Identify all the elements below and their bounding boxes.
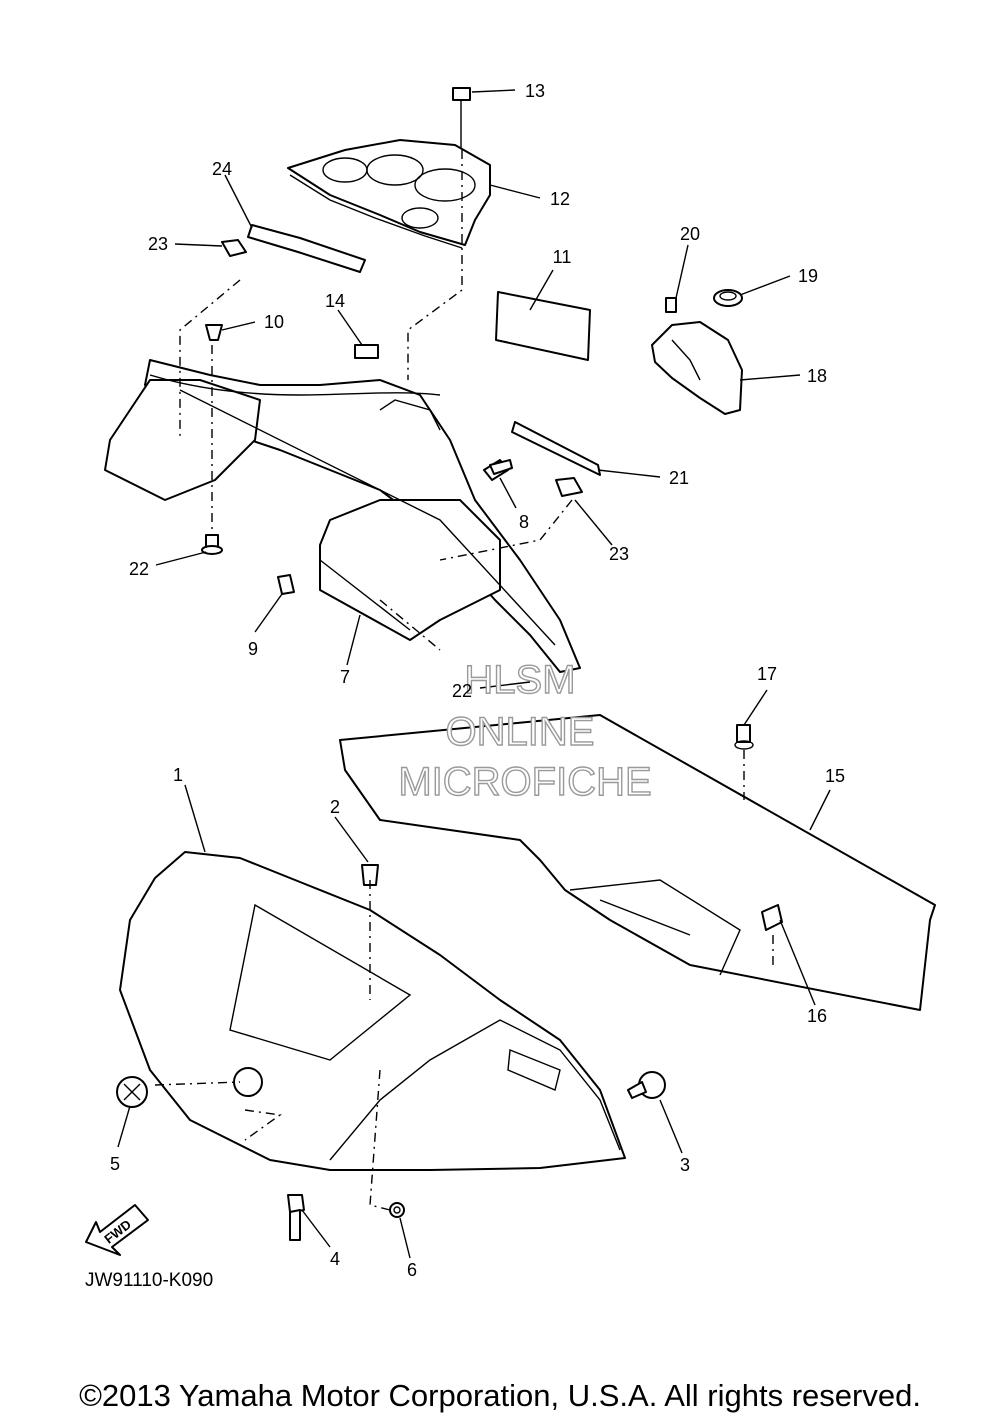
bolt-part-4 bbox=[287, 1194, 305, 1241]
callout-12: 12 bbox=[550, 189, 570, 209]
callout-8: 8 bbox=[519, 512, 529, 532]
watermark: HLSM ONLINE MICROFICHE bbox=[398, 657, 653, 804]
callout-7: 7 bbox=[340, 667, 350, 687]
strip-part-24 bbox=[247, 224, 366, 273]
storage-tray-part-12 bbox=[287, 139, 491, 249]
copyright-notice: ©2013 Yamaha Motor Corporation, U.S.A. A… bbox=[79, 1378, 921, 1413]
callout-16: 16 bbox=[807, 1006, 827, 1026]
emblem-part-5 bbox=[116, 1076, 148, 1108]
bolt-part-10 bbox=[205, 324, 223, 341]
callout-14: 14 bbox=[325, 291, 345, 311]
svg-text:MICROFICHE: MICROFICHE bbox=[398, 760, 651, 804]
leader-lines bbox=[117, 89, 831, 1259]
callout-23-top: 23 bbox=[148, 234, 168, 254]
bolt-part-8 bbox=[483, 459, 513, 481]
callout-15: 15 bbox=[825, 766, 845, 786]
callout-3: 3 bbox=[680, 1155, 690, 1175]
callout-2: 2 bbox=[330, 797, 340, 817]
cover-part-1 bbox=[119, 851, 626, 1171]
callout-numbers: 1 2 3 4 5 6 7 8 9 10 11 12 13 14 15 16 1… bbox=[110, 81, 845, 1280]
cap-part-19 bbox=[713, 289, 743, 307]
callout-21: 21 bbox=[669, 468, 689, 488]
callout-17: 17 bbox=[757, 664, 777, 684]
bolt-part-22-left bbox=[201, 534, 223, 555]
fastener-part-2 bbox=[361, 864, 379, 886]
relation-lines bbox=[154, 150, 774, 1211]
fastener-part-17 bbox=[734, 724, 754, 750]
fwd-arrow-icon: FWD bbox=[85, 1204, 149, 1256]
callout-24: 24 bbox=[212, 159, 232, 179]
callout-18: 18 bbox=[807, 366, 827, 386]
bracket-part-21 bbox=[511, 421, 601, 476]
diagram-code: JW91110-K090 bbox=[85, 1270, 214, 1291]
callout-11: 11 bbox=[553, 247, 572, 267]
callout-1: 1 bbox=[173, 765, 183, 785]
label-part-11 bbox=[495, 291, 591, 361]
clip-part-14 bbox=[354, 344, 379, 359]
svg-text:HLSM: HLSM bbox=[464, 658, 575, 702]
callout-13: 13 bbox=[525, 81, 545, 101]
screw-part-13 bbox=[452, 87, 471, 148]
cover-part-18 bbox=[651, 321, 743, 415]
callout-22-center: 22 bbox=[452, 681, 472, 701]
clip-part-16 bbox=[761, 904, 783, 931]
callout-5: 5 bbox=[110, 1154, 120, 1174]
callout-20: 20 bbox=[680, 224, 700, 244]
callout-22-left: 22 bbox=[129, 559, 149, 579]
callout-4: 4 bbox=[330, 1249, 340, 1269]
frame-assembly bbox=[104, 359, 581, 673]
svg-text:ONLINE: ONLINE bbox=[446, 710, 595, 754]
callout-10: 10 bbox=[264, 312, 284, 332]
washer-part-6 bbox=[389, 1202, 405, 1218]
clip-part-23-top bbox=[221, 239, 247, 257]
callout-23-right: 23 bbox=[609, 544, 629, 564]
callout-19: 19 bbox=[798, 266, 818, 286]
knob-part-3 bbox=[627, 1071, 666, 1099]
callout-6: 6 bbox=[407, 1260, 417, 1280]
clip-part-9 bbox=[277, 574, 295, 595]
clip-part-23-right bbox=[555, 477, 583, 497]
fastener-part-20 bbox=[665, 297, 677, 313]
callout-9: 9 bbox=[248, 639, 258, 659]
